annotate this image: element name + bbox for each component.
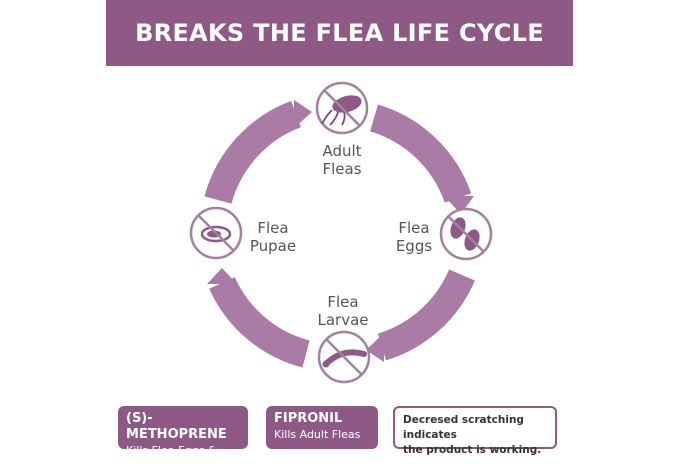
stage-pupae-line1: Flea [257,219,289,237]
fipronil-subtitle: Kills Adult Fleas [274,428,361,441]
fipronil-box: FIPRONIL Kills Adult Fleas [266,406,378,449]
arc-adult-to-eggs [369,104,472,203]
methoprene-title: (S)-METHOPRENE [126,411,227,442]
adult-flea-icon [315,81,369,135]
methoprene-subtitle: Kills Flea Eggs & Larvae [126,444,217,472]
arrow-head-larvae [366,333,384,362]
stage-label-adult: Adult Fleas [312,142,372,178]
cycle-ring [204,100,475,368]
note-line1: Decresed scratching indicates [403,414,524,441]
flea-larvae-icon [317,330,371,384]
stage-pupae-line2: Pupae [249,237,297,255]
title-banner: BREAKS THE FLEA LIFE CYCLE [106,0,573,66]
flea-pupae-icon [189,206,243,260]
note-line2: the product is working. [403,444,542,456]
page-title: BREAKS THE FLEA LIFE CYCLE [135,19,544,47]
arc-larvae-to-pupae [209,276,310,368]
stage-larvae-line1: Flea [327,293,359,311]
arc-eggs-to-larvae [377,269,475,361]
arrow-head-pupae [207,268,237,284]
stage-label-pupae: Flea Pupae [244,219,302,255]
stage-larvae-line2: Larvae [317,311,369,329]
flea-eggs-icon [439,207,493,261]
stage-label-eggs: Flea Eggs [386,219,442,255]
methoprene-box: (S)-METHOPRENE Kills Flea Eggs & Larvae [118,406,248,472]
stage-label-larvae: Flea Larvae [312,293,374,329]
cycle-arrows [207,100,474,362]
arc-pupae-to-adult [204,100,302,205]
arrow-head-adult [294,100,312,128]
stage-adult-line1: Adult [322,142,362,160]
arrow-head-eggs [444,196,474,214]
note-box: Decresed scratching indicates the produc… [393,406,557,456]
stage-adult-line2: Fleas [322,160,362,178]
stage-eggs-line1: Flea [398,219,430,237]
fipronil-title: FIPRONIL [274,411,343,426]
life-cycle-diagram [189,81,493,384]
stage-eggs-line2: Eggs [395,237,433,255]
